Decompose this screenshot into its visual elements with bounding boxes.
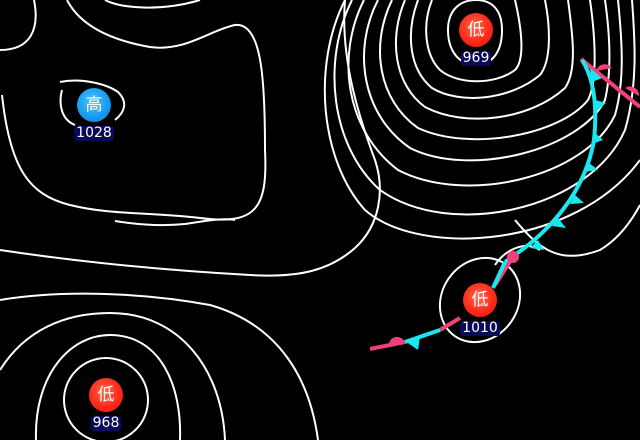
low-pressure-icon: 低 (89, 378, 123, 412)
front-through-low (369, 251, 519, 351)
low-pressure-center: 低 1010 (460, 283, 500, 336)
warm-front-northeast (579, 57, 640, 109)
high-pressure-icon: 高 (77, 88, 111, 122)
pressure-value: 1028 (74, 125, 114, 141)
pressure-value: 968 (90, 415, 122, 431)
low-pressure-center: 低 969 (456, 13, 496, 66)
pressure-value: 1010 (460, 320, 500, 336)
low-pressure-center: 低 968 (86, 378, 126, 431)
pressure-value: 969 (460, 50, 492, 66)
high-pressure-center: 高 1028 (74, 88, 114, 141)
low-pressure-icon: 低 (463, 283, 497, 317)
cold-front-main (503, 58, 606, 264)
low-pressure-icon: 低 (459, 13, 493, 47)
